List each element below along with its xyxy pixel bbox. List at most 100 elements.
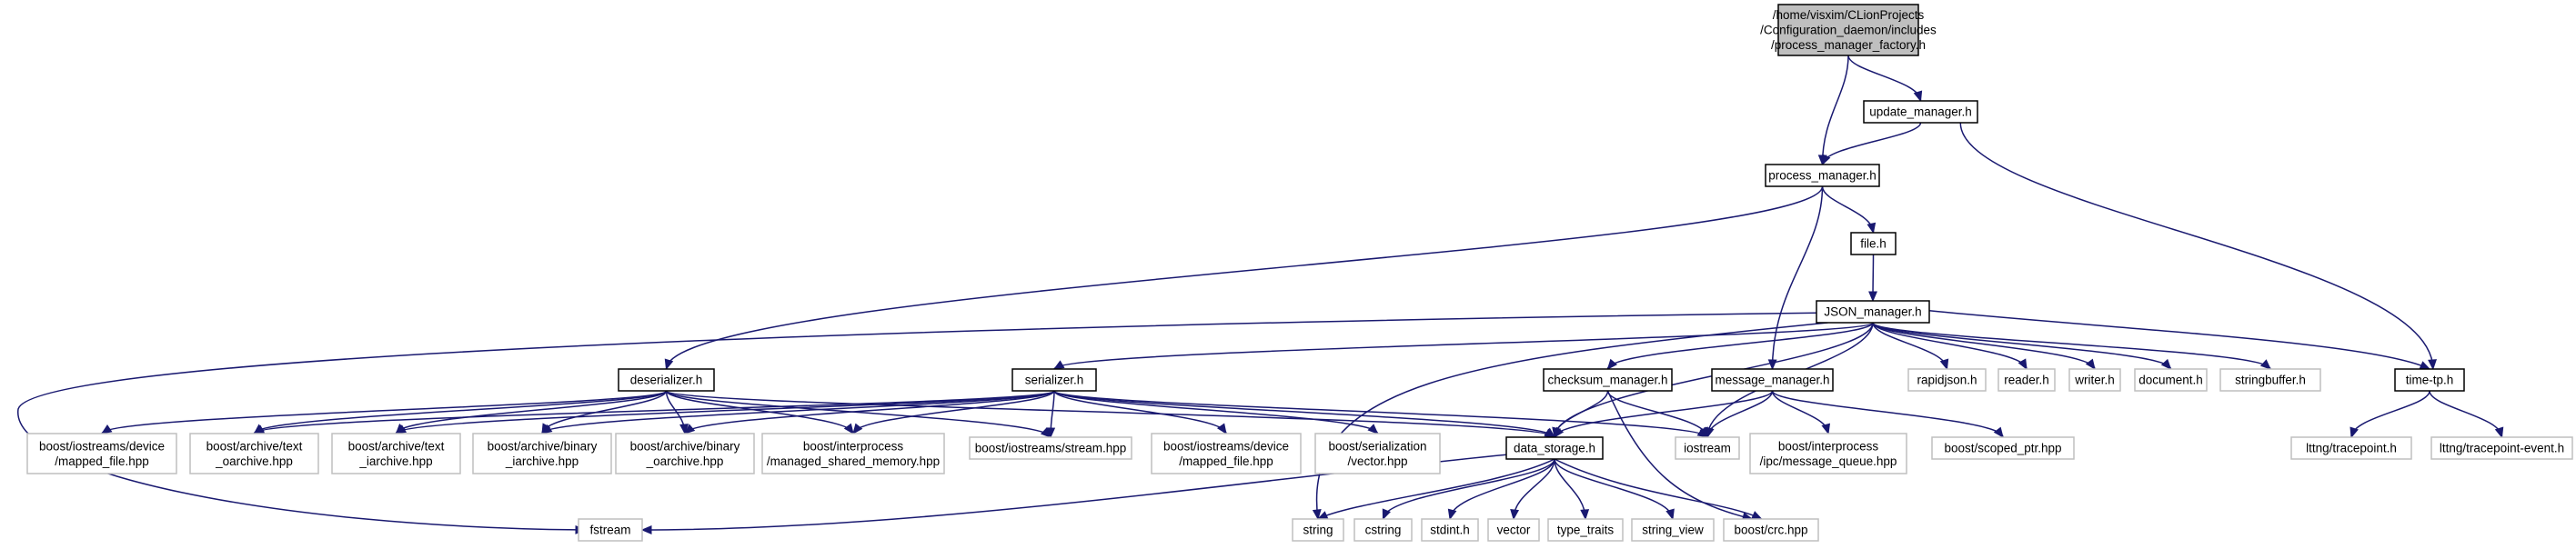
edge-serializer-to-managed_shared_memory (852, 390, 1055, 434)
node-mapped-file-right: boost/iostreams/device/mapped_file.hpp (1151, 433, 1302, 474)
node-label: /managed_shared_memory.hpp (767, 454, 940, 468)
node-box (1421, 518, 1479, 542)
edge-json_manager-to-time_tp-arrowhead (2419, 361, 2431, 370)
node-box (1863, 100, 1978, 124)
node-box (1711, 368, 1834, 392)
edge-data_storage-to-string_view-arrowhead (1665, 508, 1675, 521)
edge-data_storage-to-crc-arrowhead (1750, 511, 1763, 520)
node-box (1505, 436, 1604, 460)
nodes-layer: /home/visxim/CLionProjects/Configuration… (26, 4, 2573, 542)
node-tracepoint: lttng/tracepoint.h (2290, 436, 2412, 460)
edge-deserializer-to-binary_oarchive-arrowhead (679, 424, 689, 435)
node-cstring: cstring (1353, 518, 1413, 542)
edge-update_manager-to-time_tp (1959, 122, 2434, 370)
edge-update_manager-to-time_tp-arrowhead (2428, 359, 2438, 371)
node-tracepoint-event: lttng/tracepoint-event.h (2430, 436, 2573, 460)
node-label: reader.h (2004, 374, 2049, 387)
edge-serializer-to-data_storage-arrowhead (1544, 427, 1556, 438)
node-file[interactable]: file.h (1850, 232, 1897, 255)
edge-root-to-process_manager (1821, 55, 1849, 165)
edge-message_manager-to-scoped_ptr-arrowhead (1993, 426, 2004, 439)
node-string-view: string_view (1631, 518, 1715, 542)
edge-serializer-to-binary_iarchive (541, 390, 1055, 434)
edge-message_manager-to-data_storage-arrowhead (1554, 426, 1565, 439)
node-label: file.h (1860, 237, 1887, 251)
edge-data_storage-to-vector-arrowhead (1510, 509, 1520, 521)
node-label: JSON_manager.h (1824, 305, 1921, 319)
edge-serializer-to-data_storage (1053, 390, 1555, 438)
edge-data_storage-to-cstring-arrowhead (1382, 508, 1391, 521)
edge-data_storage-to-stdint-arrowhead (1447, 508, 1457, 521)
edge-serializer-to-text_oarchive-arrowhead (253, 424, 266, 434)
node-box (969, 436, 1132, 460)
edge-json_manager-to-stringbuffer-arrowhead (2259, 359, 2271, 370)
edge-deserializer-to-managed_shared_memory-arrowhead (843, 423, 854, 435)
edge-json_manager-to-string-arrowhead (1312, 508, 1322, 521)
edge-file-to-json_manager-arrowhead (1868, 291, 1877, 303)
node-label: /process_manager_factory.h (1771, 38, 1926, 52)
edge-time_tp-to-tracepoint_event-arrowhead (2494, 426, 2504, 439)
node-label: data_storage.h (1514, 442, 1595, 455)
node-label: boost/interprocess (803, 439, 904, 453)
edge-serializer-to-serialization_vector-arrowhead (1367, 424, 1379, 434)
node-stdint: stdint.h (1421, 518, 1479, 542)
edge-deserializer-to-data_storage (665, 390, 1555, 438)
node-deserializer[interactable]: deserializer.h (618, 368, 715, 392)
node-box (2430, 436, 2573, 460)
node-writer: writer.h (2068, 368, 2121, 392)
node-box (1931, 436, 2075, 460)
node-label: type_traits (1557, 524, 1615, 537)
edge-message_manager-to-message_queue (1771, 390, 1829, 434)
node-box (1353, 518, 1413, 542)
node-serializer[interactable]: serializer.h (1011, 368, 1097, 392)
node-box (2290, 436, 2412, 460)
node-message-manager[interactable]: message_manager.h (1711, 368, 1834, 392)
node-rapidjson: rapidjson.h (1907, 368, 1987, 392)
node-box (1543, 368, 1673, 392)
node-time-tp[interactable]: time-tp.h (2394, 368, 2465, 392)
node-root[interactable]: /home/visxim/CLionProjects/Configuration… (1760, 4, 1937, 56)
node-label: boost/archive/binary (630, 439, 740, 453)
edge-time_tp-to-tracepoint-arrowhead (2350, 426, 2359, 439)
node-label: vector (1497, 524, 1531, 537)
node-box (1749, 433, 1907, 474)
node-box (578, 518, 643, 542)
edge-json_manager-to-serializer-arrowhead (1052, 360, 1065, 370)
node-data-storage[interactable]: data_storage.h (1505, 436, 1604, 460)
edge-deserializer-to-mapped_file_left-arrowhead (100, 424, 113, 434)
node-update-manager[interactable]: update_manager.h (1863, 100, 1978, 124)
node-string: string (1292, 518, 1344, 542)
node-label: cstring (1365, 524, 1402, 537)
edge-data_storage-to-crc (1554, 458, 1762, 520)
node-label: boost/crc.hpp (1734, 524, 1807, 537)
edge-json_manager-to-rapidjson-arrowhead (1939, 358, 1949, 371)
edge-data_storage-to-type_traits-arrowhead (1580, 509, 1590, 521)
node-label: boost/iostreams/device (1163, 439, 1289, 453)
edge-serializer-to-stream-arrowhead (1046, 427, 1056, 439)
edge-data_storage-to-string (1317, 458, 1555, 520)
edge-data_storage-to-cstring (1382, 458, 1555, 520)
edge-serializer-to-iostream (1053, 390, 1708, 438)
edge-root-to-update_manager (1847, 55, 1922, 102)
node-label: checksum_manager.h (1547, 374, 1667, 387)
node-label: document.h (2138, 374, 2203, 387)
node-box (1314, 433, 1441, 474)
edge-serializer-to-mapped_file_right (1053, 390, 1227, 434)
node-binary-iarchive: boost/archive/binary_iarchive.hpp (472, 433, 612, 474)
node-iostream: iostream (1675, 436, 1740, 460)
node-box (1907, 368, 1987, 392)
node-process-manager[interactable]: process_manager.h (1765, 164, 1880, 187)
node-label: boost/iostreams/device (39, 439, 165, 453)
node-json-manager[interactable]: JSON_manager.h (1816, 300, 1930, 324)
node-label: boost/archive/text (348, 439, 445, 453)
node-scoped-ptr: boost/scoped_ptr.hpp (1931, 436, 2075, 460)
node-label: process_manager.h (1768, 169, 1877, 183)
edge-time_tp-to-tracepoint (2350, 390, 2430, 438)
node-box (1151, 433, 1302, 474)
node-label: /home/visxim/CLionProjects (1773, 8, 1925, 22)
node-box (618, 368, 715, 392)
node-crc: boost/crc.hpp (1723, 518, 1819, 542)
node-label: time-tp.h (2406, 374, 2454, 387)
edge-deserializer-to-text_oarchive (253, 390, 668, 434)
node-checksum-manager[interactable]: checksum_manager.h (1543, 368, 1673, 392)
